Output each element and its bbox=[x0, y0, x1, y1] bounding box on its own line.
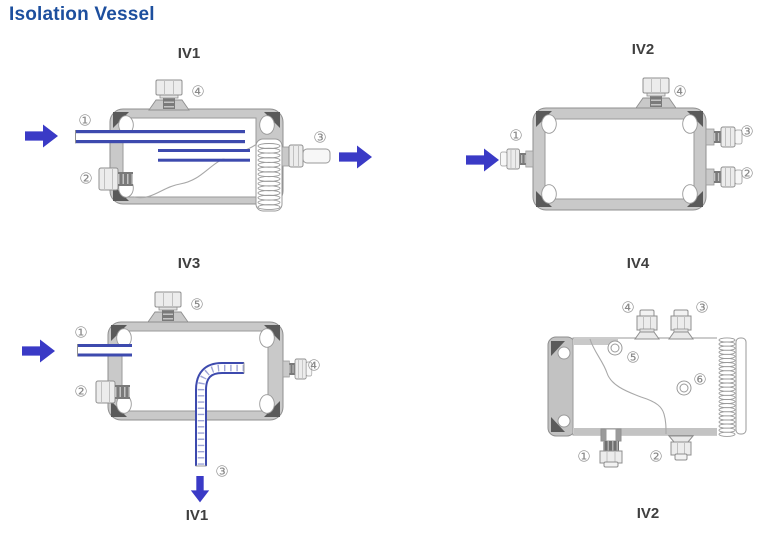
iv4-port-1-label: ① bbox=[577, 447, 591, 466]
iv3-bottom-caption: IV1 bbox=[185, 507, 209, 524]
iv3-title: IV3 bbox=[177, 255, 201, 272]
iv1-port-4-bolt bbox=[149, 80, 189, 110]
iv4-port-6-label: ⑥ bbox=[693, 370, 707, 389]
page-title: Isolation Vessel bbox=[9, 4, 155, 25]
iv4-flange-bolt-hole bbox=[557, 346, 571, 360]
iv4-port-4-label: ④ bbox=[621, 298, 635, 317]
iv4-bottom-wall-band bbox=[574, 428, 719, 435]
iv2-inlet-flow-arrow bbox=[466, 148, 499, 172]
iv3-vessel bbox=[22, 292, 312, 503]
iv4-port-4-bolt bbox=[634, 309, 660, 340]
iv1-port-3-label: ③ bbox=[313, 128, 327, 147]
iv4-port-3-bolt bbox=[668, 309, 694, 340]
iv1-port-3-fitting bbox=[281, 144, 331, 168]
iv4-end-cap bbox=[735, 337, 747, 435]
iv3-port-1-label: ① bbox=[74, 323, 88, 342]
iv4-port-1-bolt bbox=[599, 428, 623, 468]
iv1-inner-tube bbox=[158, 149, 250, 162]
iv4-threaded-section bbox=[717, 336, 737, 436]
iv4-flange-bolt-hole bbox=[557, 414, 571, 428]
iv1-title: IV1 bbox=[177, 45, 201, 62]
iv3-port-5-label: ⑤ bbox=[190, 295, 204, 314]
iv4-flange-corner bbox=[551, 341, 565, 356]
iv1-inlet-flow-arrow bbox=[25, 124, 58, 148]
iv4-port-2-bolt bbox=[667, 435, 695, 461]
iv4-vessel bbox=[547, 309, 747, 468]
iv3-inlet-tube bbox=[77, 344, 132, 357]
iv3-outlet-flow-arrow bbox=[190, 476, 210, 503]
iv3-elbow-outlet-tube bbox=[195, 362, 245, 467]
iv2-port-4-bolt bbox=[636, 78, 676, 108]
iv2-port-1-label: ① bbox=[509, 126, 523, 145]
iv2-port-2-label: ② bbox=[740, 164, 754, 183]
iv2-port-3-label: ③ bbox=[740, 122, 754, 141]
iv2-port-1-fitting bbox=[501, 149, 533, 169]
iv2-cavity bbox=[544, 118, 695, 200]
iv4-port-2-label: ② bbox=[649, 447, 663, 466]
iv2-port-4-label: ④ bbox=[673, 82, 687, 101]
iv4-top-wall-band bbox=[574, 339, 618, 345]
iv3-port-4-label: ④ bbox=[307, 356, 321, 375]
iv1-inlet-tube bbox=[75, 130, 245, 144]
iv1-vessel bbox=[25, 80, 372, 212]
iv2-title: IV2 bbox=[631, 41, 655, 58]
iv1-thread-coils bbox=[257, 143, 281, 211]
iv4-bottom-caption: IV2 bbox=[636, 505, 660, 522]
iv3-port-3-label: ③ bbox=[215, 462, 229, 481]
iv1-outlet-flow-arrow bbox=[339, 145, 372, 169]
iv4-title: IV4 bbox=[626, 255, 650, 272]
iv2-port-2-fitting bbox=[706, 167, 742, 187]
iv2-vessel bbox=[466, 78, 742, 211]
iv4-hole-6-inner bbox=[679, 383, 689, 393]
iv1-port-2-label: ② bbox=[79, 169, 93, 188]
iv4-port-5-label: ⑤ bbox=[626, 348, 640, 367]
iv1-port-1-label: ① bbox=[78, 111, 92, 130]
iv3-inlet-flow-arrow bbox=[22, 339, 55, 363]
iv3-port-2-label: ② bbox=[74, 382, 88, 401]
iv2-port-3-fitting bbox=[706, 127, 742, 147]
iv4-cutaway-line bbox=[589, 338, 667, 435]
iv3-port-5-bolt bbox=[148, 292, 188, 322]
iv4-thread-coils bbox=[718, 337, 736, 437]
iv4-port-3-label: ③ bbox=[695, 298, 709, 317]
iv4-flange-corner bbox=[551, 417, 565, 432]
iv1-port-4-label: ④ bbox=[191, 82, 205, 101]
iv4-hole-5-inner bbox=[610, 343, 620, 353]
